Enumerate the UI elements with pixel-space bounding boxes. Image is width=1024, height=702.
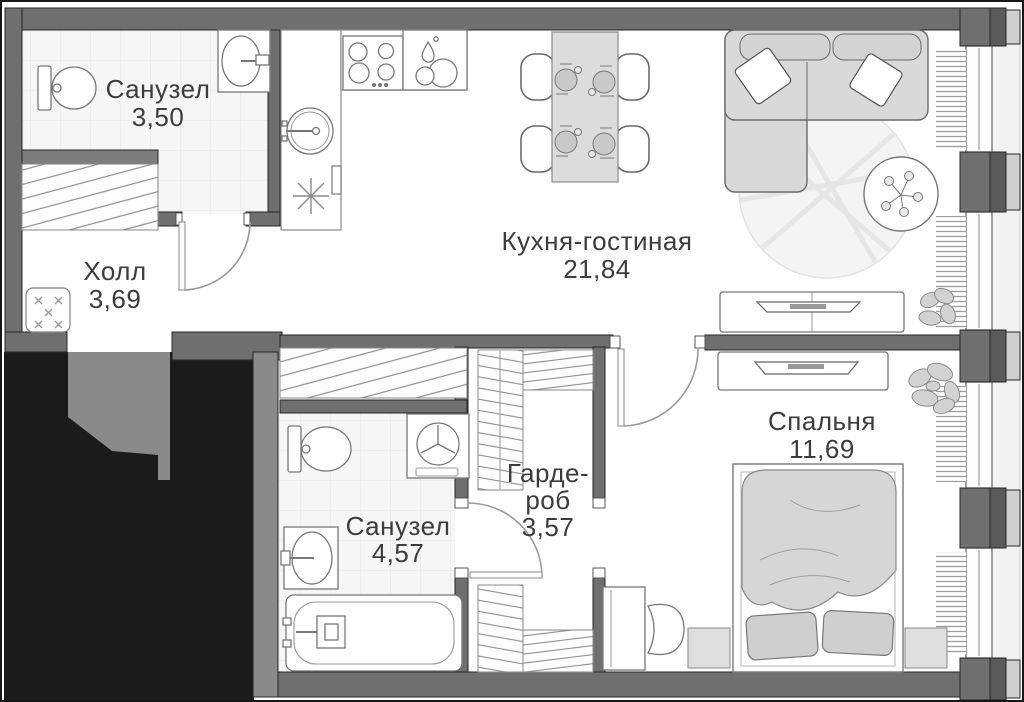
stove-icon (342, 35, 404, 91)
pier-bedroom (959, 487, 1021, 549)
dining-table-icon (551, 31, 619, 183)
kitchen-sink-unit-icon (402, 29, 468, 91)
bedroom-furniture (602, 351, 961, 673)
label-hall-area: 3,69 (89, 284, 142, 314)
washing-machine-icon (406, 413, 470, 479)
dining-chair-icon (614, 53, 650, 101)
plant-living-icon (918, 287, 956, 326)
label-wardrobe-name-line2: роб (525, 485, 570, 515)
pillow-icon (734, 47, 792, 105)
pier-partition-junction (959, 329, 1021, 383)
storage (21, 163, 594, 673)
desk-icon (602, 586, 646, 671)
entrance-vestibule (68, 352, 170, 480)
doormat-icon (25, 287, 71, 333)
sink-icon (217, 29, 271, 93)
flowers-icon (881, 171, 923, 217)
label-bathroom2-area: 4,57 (372, 538, 425, 568)
label-kitchen-living-area: 21,84 (563, 254, 631, 284)
wall-wardrobe-right-upper (592, 346, 606, 499)
bathroom2-fixtures (280, 413, 470, 672)
label-bedroom-area: 11,69 (789, 434, 855, 464)
wall-mid (279, 334, 614, 349)
living-area (719, 29, 956, 333)
coffee-table-icon (863, 156, 939, 232)
place-settings (554, 63, 616, 159)
dining-chair-icon (614, 125, 650, 173)
label-wardrobe-name-line1: Гарде- (507, 458, 589, 488)
tv-console-living-icon (719, 291, 905, 333)
label-bathroom1-area: 3,50 (132, 102, 185, 132)
room-labels: Санузел 3,50 Холл 3,69 Кухня-гостиная 21… (83, 74, 876, 568)
hall-closet-rail-icon (21, 163, 159, 231)
pier-top-corner (959, 7, 1021, 47)
bed-pillow-icon (821, 610, 895, 656)
label-kitchen-living-name: Кухня-гостиная (502, 226, 693, 256)
label-bedroom-name: Спальня (768, 406, 876, 436)
door-bathroom2-wardrobe (467, 502, 543, 579)
nightstand-icon (904, 627, 948, 669)
doors (178, 221, 699, 579)
tv-console-bedroom-icon (717, 351, 889, 391)
window-piers (959, 7, 1021, 701)
pier-living (959, 151, 1021, 213)
hall-closet-shelf (21, 149, 159, 165)
plant-bedroom-icon (908, 362, 961, 415)
wall-caps (175, 212, 706, 579)
wall-top (4, 7, 963, 31)
label-wardrobe-area: 3,57 (522, 512, 575, 542)
blanket (741, 469, 897, 611)
kitchen (280, 29, 468, 231)
toilet-icon (287, 425, 352, 473)
sink-icon (280, 526, 339, 590)
label-hall-name: Холл (83, 256, 146, 286)
wall-hall-bottom-left (4, 331, 68, 353)
bed-pillow-icon (745, 611, 819, 661)
wall-bottom (277, 671, 963, 698)
radiator-icon (936, 50, 966, 150)
pier-bottom-corner (959, 657, 1021, 701)
dining-chair-icon (520, 53, 556, 101)
dining-chair-icon (520, 125, 556, 173)
wall-bathroom2-top (279, 399, 468, 414)
nightstand-icon (687, 627, 731, 669)
water-heater-star-icon (293, 165, 342, 214)
wardrobe-rail-icon (522, 349, 594, 391)
bed-icon (732, 463, 904, 673)
sofa-icon (724, 29, 929, 193)
door-bedroom (617, 348, 699, 427)
dining-set (520, 31, 650, 183)
dining-chairs (520, 53, 650, 173)
round-sink-icon (281, 107, 334, 155)
wardrobe-shelves-lower-icon (477, 584, 524, 673)
bathroom1-fixtures (37, 29, 271, 111)
wall-bathroom1-jamb-right (245, 211, 281, 227)
walls (4, 7, 963, 698)
label-bathroom1-name: Санузел (106, 74, 211, 104)
wall-bathroom2-left (252, 351, 279, 698)
corridor-closet-rail-icon (279, 347, 468, 399)
wall-partition-bedroom (704, 334, 963, 351)
toilet-icon (37, 65, 97, 111)
door-bathroom1 (178, 221, 251, 291)
wardrobe-rail-lower-icon (522, 629, 594, 673)
desk-chair-icon (647, 603, 685, 656)
pillow-icon (849, 53, 903, 107)
wall-left (4, 7, 23, 353)
label-bathroom2-name: Санузел (346, 511, 451, 541)
bathtub-icon (282, 594, 463, 672)
